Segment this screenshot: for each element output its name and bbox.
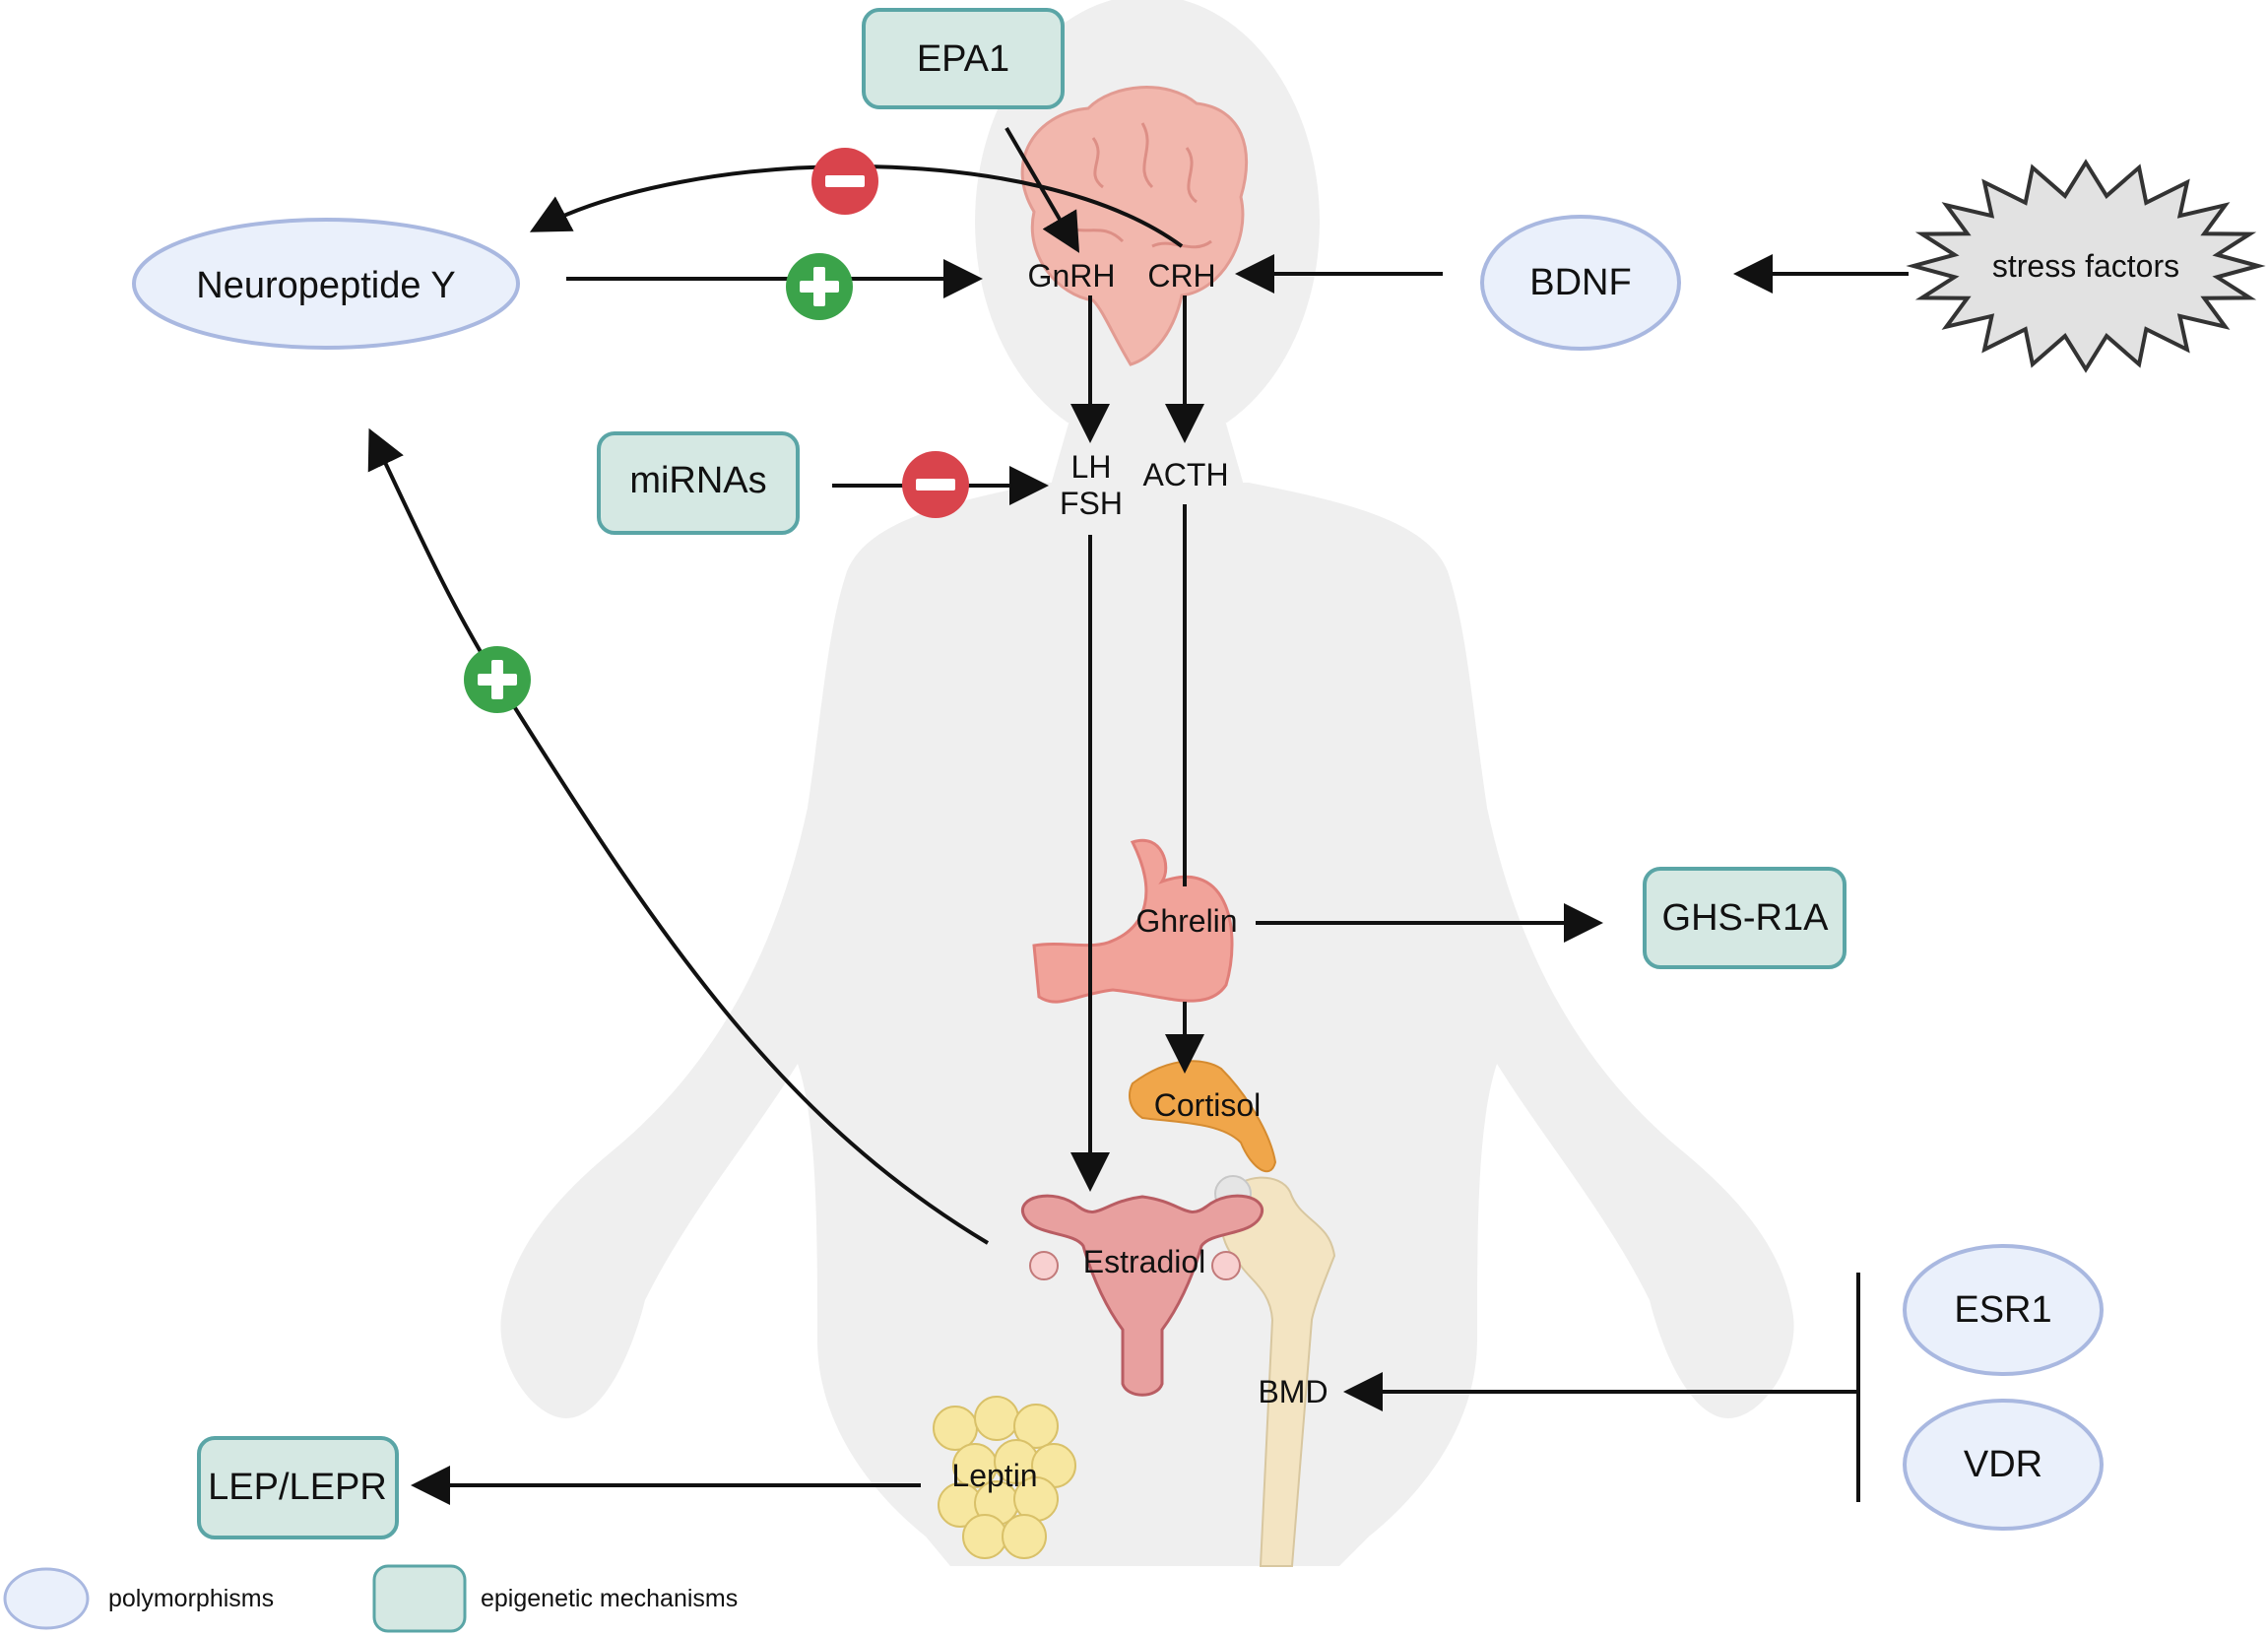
adipose-icon	[933, 1396, 1076, 1559]
lep-lepr-label: LEP/LEPR	[208, 1467, 387, 1508]
ghs-r1a-label: GHS-R1A	[1662, 897, 1830, 939]
stress-factors-node: stress factors	[1906, 159, 2266, 373]
legend-epigenetic-label: epigenetic mechanisms	[481, 1585, 738, 1612]
minus-icon	[902, 451, 969, 518]
lh-label: LH	[1071, 449, 1112, 485]
ghrelin-label: Ghrelin	[1135, 903, 1237, 939]
fsh-label: FSH	[1060, 486, 1123, 521]
estradiol-label: Estradiol	[1083, 1244, 1206, 1279]
lep-lepr-node: LEP/LEPR	[197, 1436, 399, 1539]
neuropeptide-y-label: Neuropeptide Y	[196, 265, 455, 306]
uterus-icon	[1020, 1194, 1264, 1397]
bdnf-label: BDNF	[1529, 262, 1631, 303]
adrenal-icon	[1129, 1060, 1277, 1173]
bmd-label: BMD	[1258, 1374, 1328, 1409]
mirnas-node: miRNAs	[597, 431, 800, 535]
vdr-label: VDR	[1964, 1444, 2042, 1485]
stress-factors-label: stress factors	[1992, 248, 2179, 284]
crh-label: CRH	[1147, 258, 1215, 294]
legend: polymorphisms epigenetic mechanisms	[3, 1564, 738, 1633]
plus-icon	[464, 646, 531, 713]
legend-polymorphisms-label: polymorphisms	[108, 1585, 274, 1612]
neuropeptide-y-node: Neuropeptide Y	[132, 218, 520, 350]
leptin-label: Leptin	[951, 1458, 1037, 1493]
vdr-node: VDR	[1903, 1399, 2104, 1531]
legend-polymorphisms-swatch	[3, 1567, 90, 1630]
esr1-node: ESR1	[1903, 1244, 2104, 1376]
epa1-node: EPA1	[862, 8, 1065, 109]
minus-icon	[811, 148, 878, 215]
acth-label: ACTH	[1142, 457, 1228, 492]
esr1-label: ESR1	[1954, 1289, 2051, 1331]
ghs-r1a-node: GHS-R1A	[1643, 867, 1847, 969]
stomach-icon	[1032, 838, 1234, 1004]
gnrh-label: GnRH	[1028, 258, 1116, 294]
cortisol-label: Cortisol	[1154, 1087, 1261, 1123]
legend-epigenetic-swatch	[372, 1564, 467, 1633]
epa1-label: EPA1	[917, 38, 1009, 80]
arrow-estradiol-to-neuropeptide-y	[367, 427, 990, 1245]
brain-icon	[1020, 86, 1249, 366]
plus-icon	[786, 253, 853, 320]
mirnas-label: miRNAs	[629, 460, 766, 501]
bdnf-node: BDNF	[1480, 215, 1681, 351]
